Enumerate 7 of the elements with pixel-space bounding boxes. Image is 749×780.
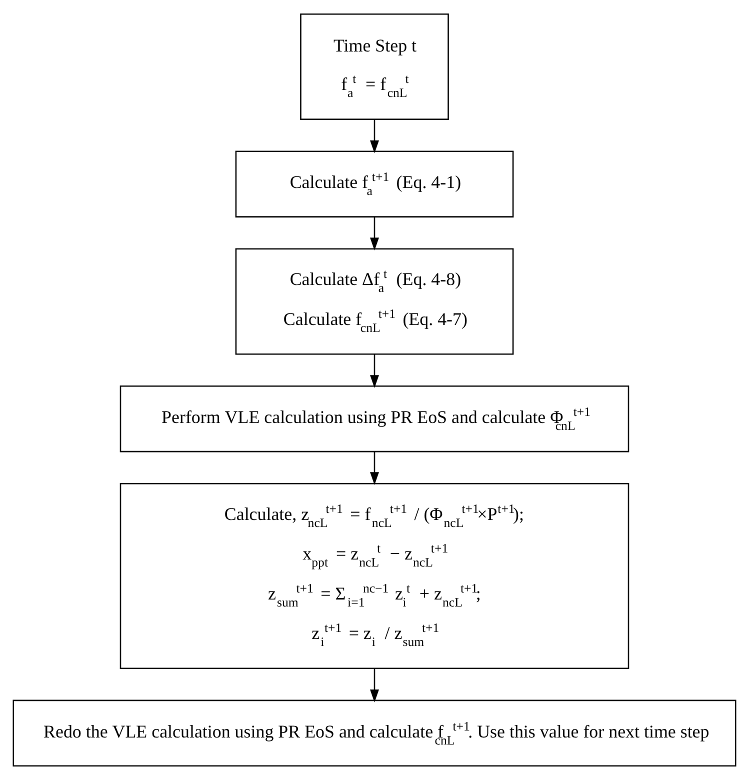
- node-box: Calculate Δf$_{a}$$^{t}$ (Eq. 4-8) Calculate f$_{cnL}$$^{t+1}$ (Eq. 4-7): [235, 248, 514, 355]
- arrow: [370, 217, 379, 251]
- arrow: [370, 119, 379, 154]
- arrow: [370, 354, 379, 388]
- arrow: [370, 452, 379, 486]
- node-box: Calculate f$_{a}$$^{t+1}$ (Eq. 4-1): [235, 150, 514, 218]
- arrow: [370, 668, 379, 702]
